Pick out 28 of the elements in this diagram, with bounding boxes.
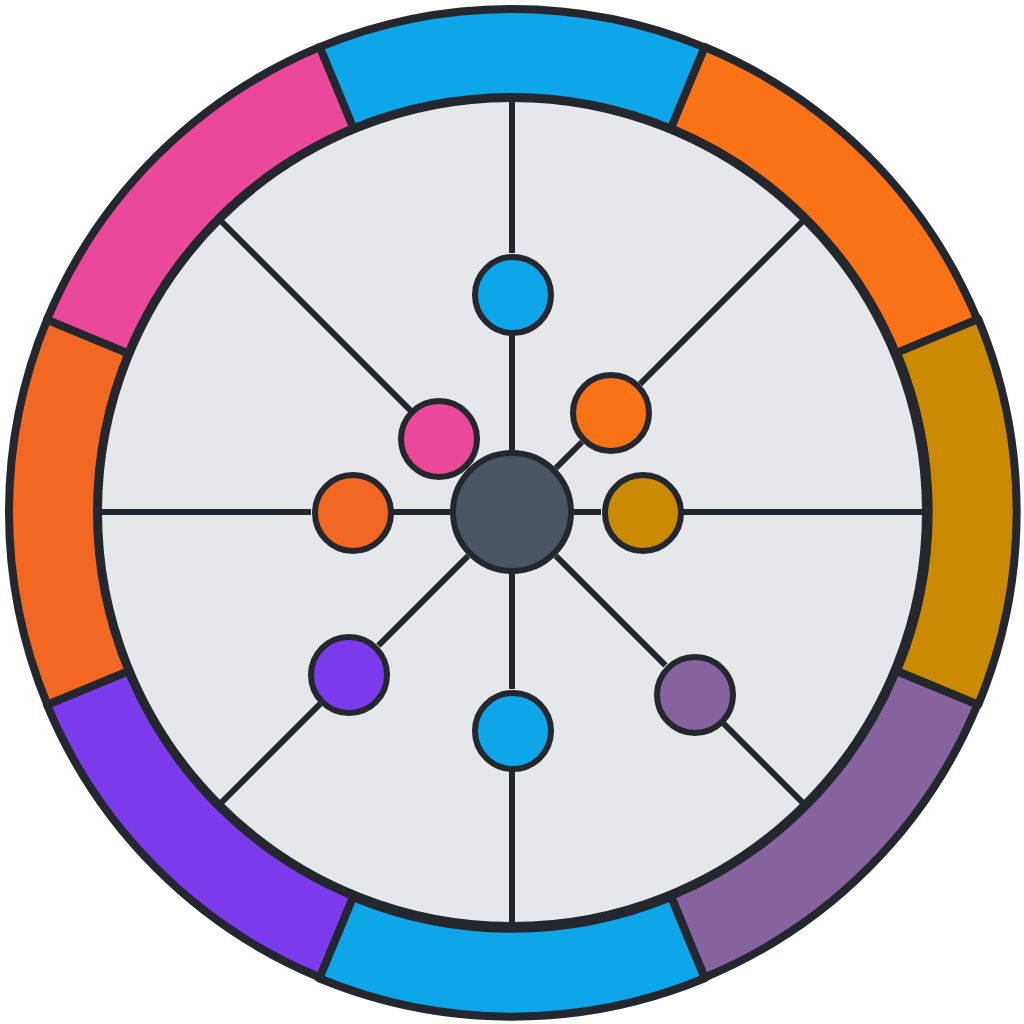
spoke-dot	[471, 689, 553, 771]
spoke-line	[509, 96, 515, 253]
spoke-line	[509, 574, 515, 689]
spoke-dot	[569, 372, 652, 454]
spoke-line	[553, 553, 668, 668]
spoke-line	[215, 215, 413, 413]
spoke-dot	[471, 253, 553, 335]
ring-segment	[314, 891, 710, 1021]
ring-segment	[41, 41, 358, 358]
spoke-dot	[308, 633, 391, 716]
spoke-dot	[398, 398, 481, 481]
spoke-dot	[601, 471, 683, 553]
spoke-dot	[311, 471, 393, 553]
spoke-line	[721, 721, 809, 809]
spoke-line	[574, 509, 601, 515]
spoke-line	[393, 509, 450, 515]
ring-segment	[3, 314, 133, 710]
spoke-line	[509, 771, 515, 928]
spoke-line	[376, 553, 471, 648]
spoke-dot	[653, 653, 736, 736]
spoke-line	[683, 509, 928, 515]
center-hub	[450, 450, 574, 574]
ring-segment	[891, 314, 1021, 710]
spoke-line	[96, 509, 311, 515]
spoke-line	[553, 439, 585, 471]
spoke-line	[637, 215, 809, 387]
spoke-line	[215, 701, 323, 809]
spoke-line	[509, 335, 515, 450]
